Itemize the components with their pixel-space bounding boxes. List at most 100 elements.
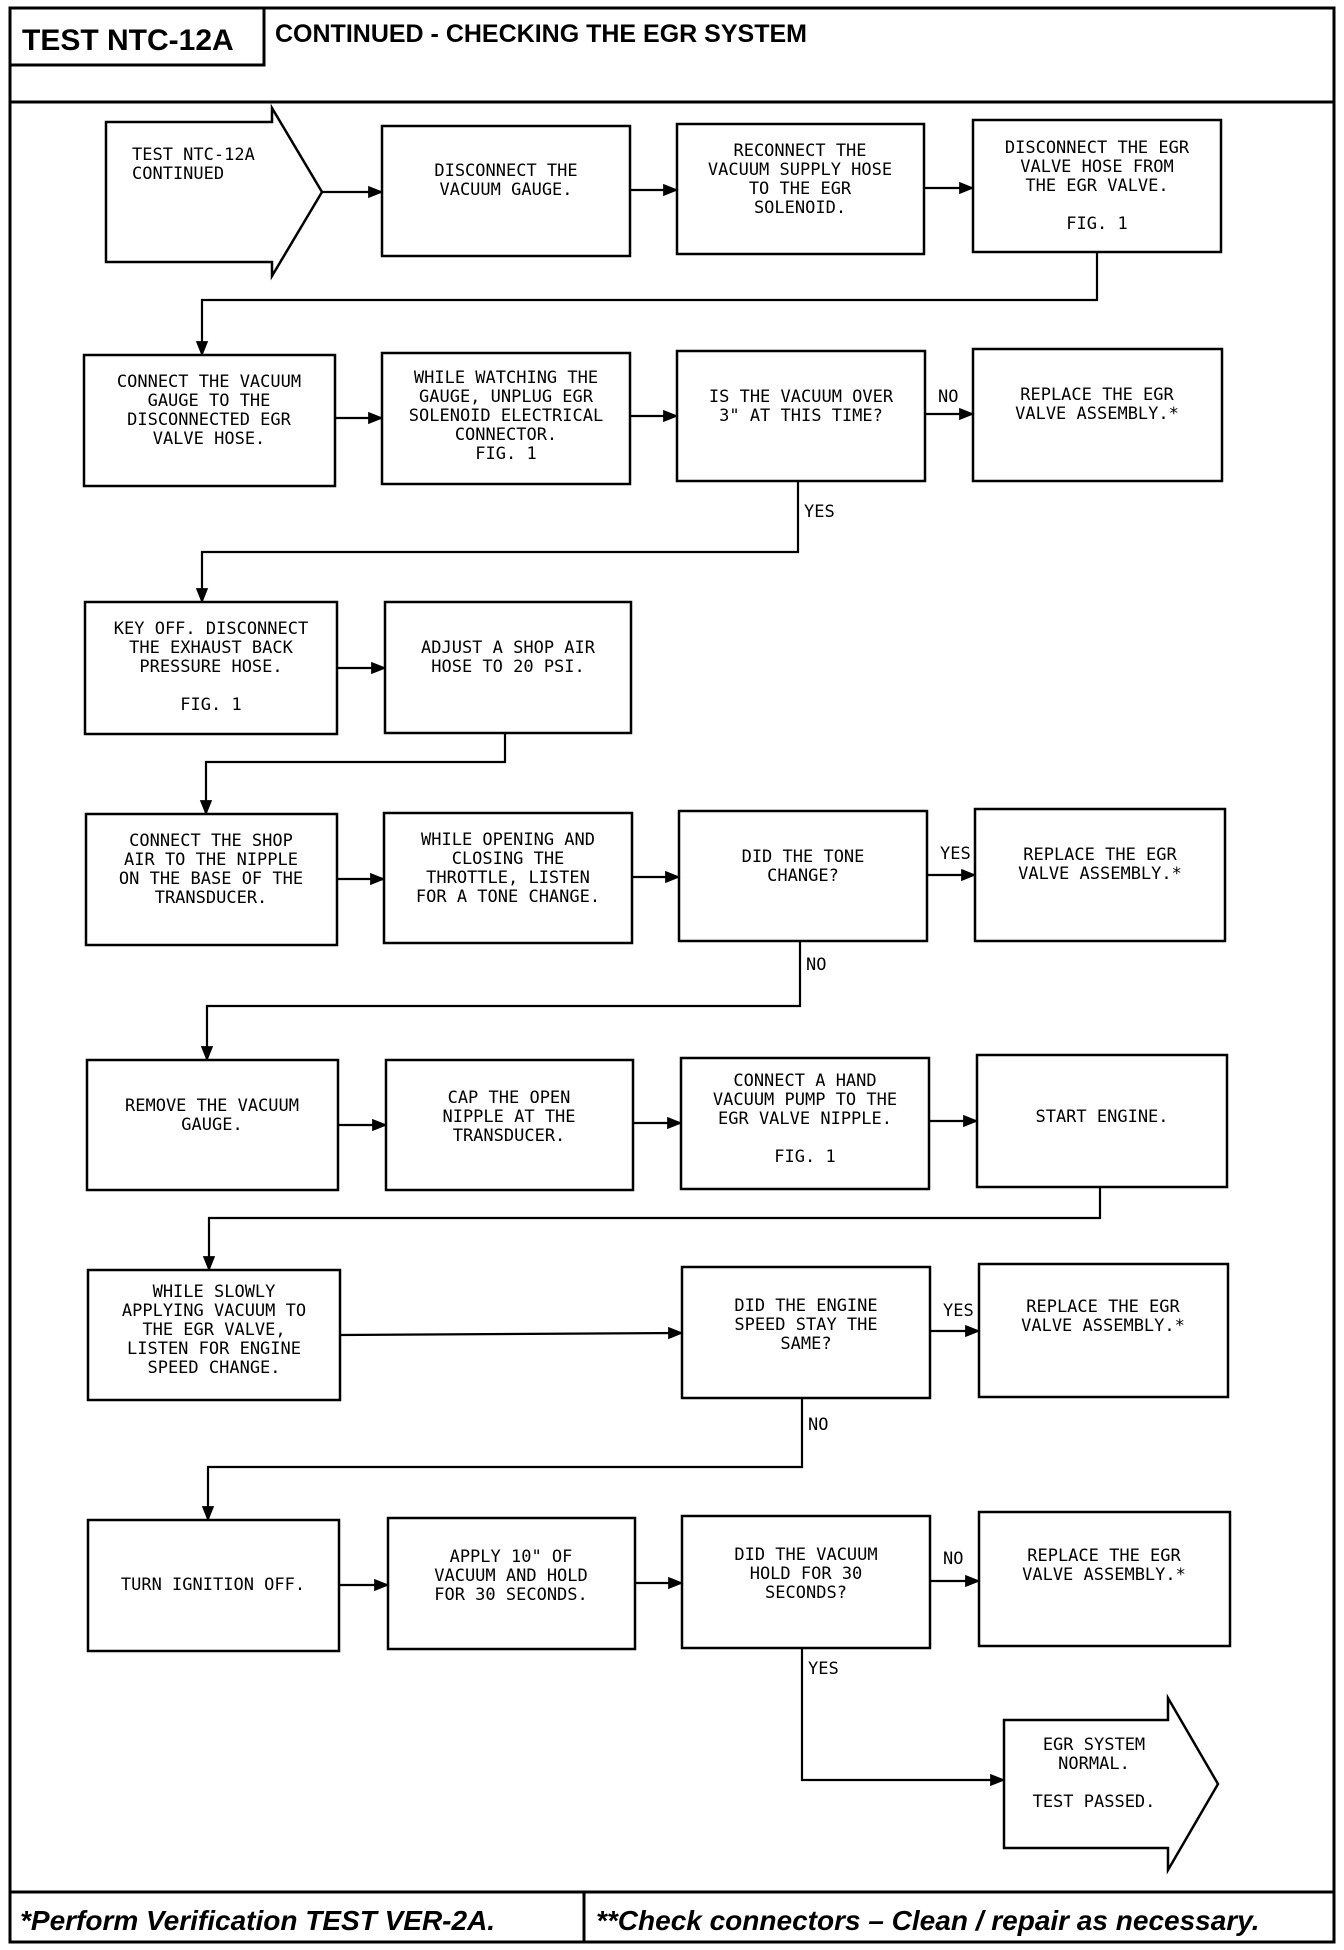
- start-line-1: CONTINUED: [132, 164, 224, 184]
- n3_1-line-4: FIG. 1: [180, 695, 241, 715]
- footer-note-connectors: **Check connectors – Clean / repair as n…: [596, 1905, 1260, 1936]
- n6_3-line-2: SAME?: [780, 1334, 831, 1354]
- n3_1-line-3: [206, 676, 216, 696]
- n4_1-line-2: ON THE BASE OF THE: [119, 869, 303, 889]
- n5_3-line-1: VACUUM PUMP TO THE: [713, 1090, 897, 1110]
- n2_4-line-0: REPLACE THE EGR: [1020, 385, 1174, 405]
- end-line-0: EGR SYSTEM: [1043, 1735, 1145, 1755]
- n5_2-line-2: TRANSDUCER.: [453, 1126, 566, 1146]
- footer-note-verification: *Perform Verification TEST VER-2A.: [20, 1905, 495, 1936]
- connector-row3-to-row4: [199, 733, 507, 816]
- n1_4-line-3: [1092, 195, 1102, 215]
- n2_2-line-3: CONNECTOR.: [455, 425, 557, 445]
- connector-decision4-yes: [800, 1648, 1006, 1787]
- n5_2-line-0: CAP THE OPEN: [448, 1088, 571, 1108]
- n2_1-line-1: GAUGE TO THE: [148, 391, 271, 411]
- n4_2-line-0: WHILE OPENING AND: [421, 830, 595, 850]
- n5_3-line-0: CONNECT A HAND: [733, 1071, 876, 1091]
- n4_3-line-0: DID THE TONE: [742, 847, 865, 867]
- n1_4-line-1: VALVE HOSE FROM: [1020, 157, 1174, 177]
- n1_3-line-1: VACUUM SUPPLY HOSE: [708, 160, 892, 180]
- label-decision1-no: NO: [938, 387, 958, 407]
- n1_4-line-0: DISCONNECT THE EGR: [1005, 138, 1190, 158]
- n6_1-line-1: APPLYING VACUUM TO: [122, 1301, 306, 1321]
- step-start-engine: START ENGINE.: [975, 1053, 1229, 1189]
- n4_1-line-0: CONNECT THE SHOP: [129, 831, 293, 851]
- n3_1-line-2: PRESSURE HOSE.: [139, 657, 282, 677]
- end-line-2: [1089, 1773, 1099, 1793]
- n7_2-line-1: VACUUM AND HOLD: [434, 1566, 588, 1586]
- n7_3-line-2: SECONDS?: [765, 1583, 847, 1603]
- n1_2-line-0: DISCONNECT THE: [434, 161, 577, 181]
- label-decision3-yes: YES: [943, 1301, 974, 1321]
- n4_4-line-1: VALVE ASSEMBLY.*: [1018, 864, 1182, 884]
- n5_3-line-3: [800, 1128, 810, 1148]
- n2_1-line-2: DISCONNECTED EGR: [127, 410, 292, 430]
- n5_1-line-1: GAUGE.: [181, 1115, 242, 1135]
- n5_2-line-1: NIPPLE AT THE: [442, 1107, 575, 1127]
- n5_3-line-2: EGR VALVE NIPPLE.: [718, 1109, 892, 1129]
- n4_1-line-3: TRANSDUCER.: [155, 888, 268, 908]
- n2_2-line-2: SOLENOID ELECTRICAL: [409, 406, 603, 426]
- n4_3-line-1: CHANGE?: [767, 866, 839, 886]
- connector-decision3-no: [201, 1398, 804, 1522]
- end-line-3: TEST PASSED.: [1033, 1792, 1156, 1812]
- n1_3-line-3: SOLENOID.: [754, 198, 846, 218]
- n1_3-line-2: TO THE EGR: [749, 179, 852, 199]
- n7_2-line-0: APPLY 10" OF: [450, 1547, 573, 1567]
- label-decision4-no: NO: [943, 1549, 963, 1569]
- n7_4-line-0: REPLACE THE EGR: [1027, 1546, 1181, 1566]
- n4_4-line-0: REPLACE THE EGR: [1023, 845, 1177, 865]
- n2_1-line-0: CONNECT THE VACUUM: [117, 372, 301, 392]
- step-turn-ignition-off-text: TURN IGNITION OFF.: [121, 1575, 305, 1595]
- n6_1-line-0: WHILE SLOWLY: [153, 1282, 276, 1302]
- n1_4-line-2: THE EGR VALVE.: [1025, 176, 1168, 196]
- end-line-1: NORMAL.: [1058, 1754, 1130, 1774]
- connector-apply-to-decision: [339, 1326, 684, 1340]
- n6_1-line-3: LISTEN FOR ENGINE: [127, 1339, 301, 1359]
- step-start-engine-text: START ENGINE.: [1035, 1107, 1168, 1127]
- n1_4-line-4: FIG. 1: [1066, 214, 1127, 234]
- n4_2-line-1: CLOSING THE: [452, 849, 565, 869]
- n5_4-line-0: START ENGINE.: [1035, 1107, 1168, 1127]
- label-decision1-yes: YES: [804, 502, 835, 522]
- n2_1-line-3: VALVE HOSE.: [153, 429, 266, 449]
- n6_4-line-0: REPLACE THE EGR: [1026, 1297, 1180, 1317]
- n2_3-line-1: 3" AT THIS TIME?: [719, 406, 883, 426]
